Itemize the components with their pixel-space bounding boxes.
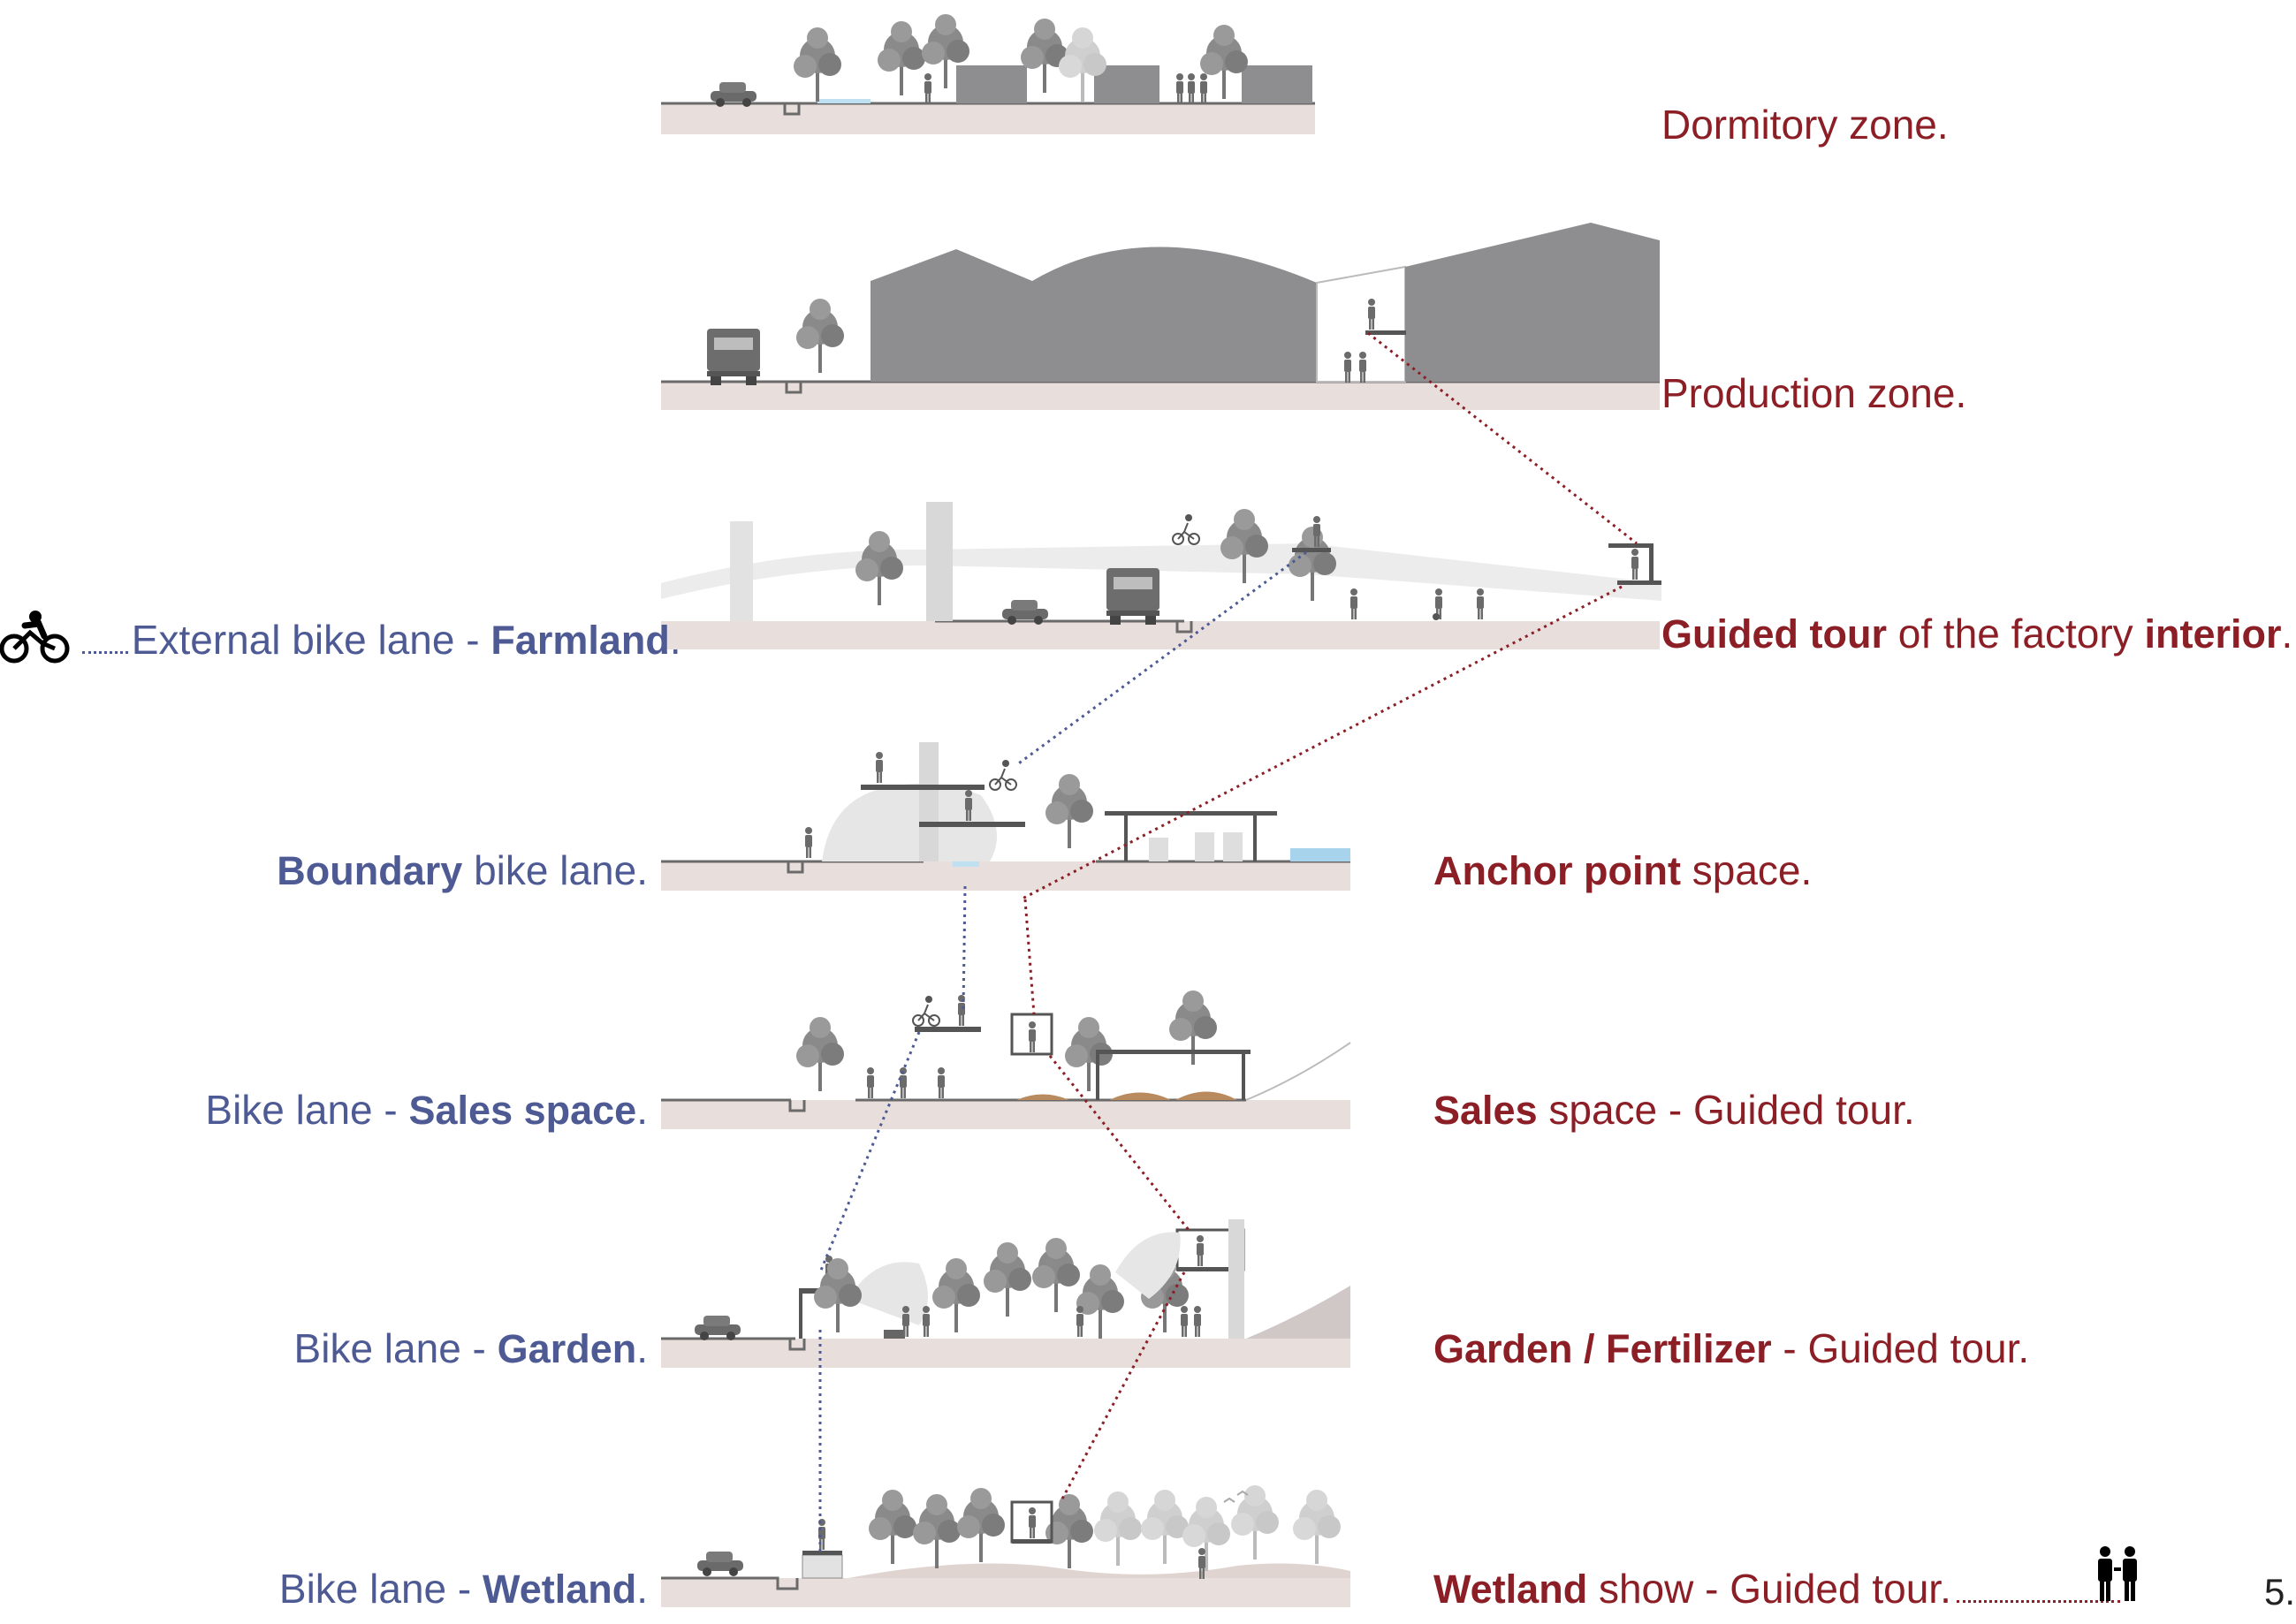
- sales-right-seg1: Sales: [1433, 1088, 1538, 1133]
- visitor-group-icon: [2098, 1546, 2137, 1601]
- garden-left-seg3: .: [636, 1325, 648, 1371]
- farmland-right-seg1: Guided tour: [1661, 611, 1887, 656]
- garden-left-seg1: Bike lane -: [293, 1325, 498, 1371]
- leader-dots: [81, 651, 128, 654]
- garden-right-seg2: - Guided tour.: [1771, 1325, 2030, 1371]
- sales-left-label: Bike lane - Sales space.: [205, 1089, 648, 1130]
- farmland-right-label: Guided tour of the factory interior.: [1661, 613, 2292, 654]
- garden-left-label: Bike lane - Garden.: [294, 1328, 648, 1369]
- boundary-section: [661, 742, 1350, 891]
- boundary-left-label: Boundary bike lane.: [277, 850, 648, 891]
- trailing-dots: [1956, 1600, 2120, 1603]
- production-label-text: Production zone.: [1661, 370, 1967, 416]
- production-label: Production zone.: [1661, 373, 1966, 414]
- farmland-right-seg3: interior: [2144, 611, 2282, 656]
- cyclist-icon: [0, 611, 70, 664]
- boundary-right-label: Anchor point space.: [1433, 850, 1812, 891]
- farmland-left-seg2: Farmland: [490, 618, 670, 663]
- wetland-left-label: Bike lane - Wetland.: [279, 1568, 648, 1609]
- garden-right-label: Garden / Fertilizer - Guided tour.: [1433, 1328, 2029, 1369]
- wetland-right-label: Wetland show - Guided tour.: [1433, 1568, 2120, 1609]
- wetland-right-seg2: show - Guided tour.: [1587, 1566, 1951, 1612]
- boundary-right-seg2: space.: [1680, 847, 1813, 893]
- farmland-left-seg3: .: [669, 617, 681, 663]
- sales-right-seg2: space - Guided tour.: [1537, 1087, 1915, 1133]
- dormitory-label: Dormitory zone.: [1661, 104, 1949, 145]
- dormitory-section: [661, 14, 1315, 134]
- garden-left-seg2: Garden: [497, 1326, 637, 1371]
- wetland-left-seg1: Bike lane -: [278, 1566, 483, 1612]
- tour-route-lines: [1020, 331, 1638, 1503]
- boundary-right-seg1: Anchor point: [1433, 848, 1681, 893]
- farmland-left-seg1: External bike lane -: [131, 617, 491, 663]
- farmland-left-label: External bike lane - Farmland.: [0, 608, 681, 664]
- farmland-right-seg4: .: [2281, 611, 2293, 656]
- page-number: 5.: [2264, 1571, 2296, 1613]
- farmland-section: [661, 502, 1661, 649]
- sales-left-seg2: Sales space: [408, 1088, 637, 1133]
- bike-route-lines: [818, 550, 1307, 1553]
- boundary-left-seg2: bike lane.: [462, 847, 648, 893]
- garden-section: [661, 1219, 1350, 1368]
- sales-section: [661, 990, 1351, 1129]
- farmland-right-seg2: of the factory: [1886, 611, 2145, 656]
- wetland-left-seg3: .: [636, 1566, 648, 1612]
- sales-left-seg3: .: [636, 1087, 648, 1133]
- sales-left-seg1: Bike lane -: [205, 1087, 409, 1133]
- dormitory-label-text: Dormitory zone.: [1661, 102, 1949, 148]
- production-section: [661, 223, 1660, 410]
- garden-right-seg1: Garden / Fertilizer: [1433, 1326, 1772, 1371]
- boundary-left-seg1: Boundary: [277, 848, 463, 893]
- wetland-section: [661, 1485, 1350, 1607]
- wetland-left-seg2: Wetland: [483, 1567, 637, 1612]
- wetland-right-seg1: Wetland: [1433, 1567, 1588, 1612]
- sales-right-label: Sales space - Guided tour.: [1433, 1089, 1915, 1130]
